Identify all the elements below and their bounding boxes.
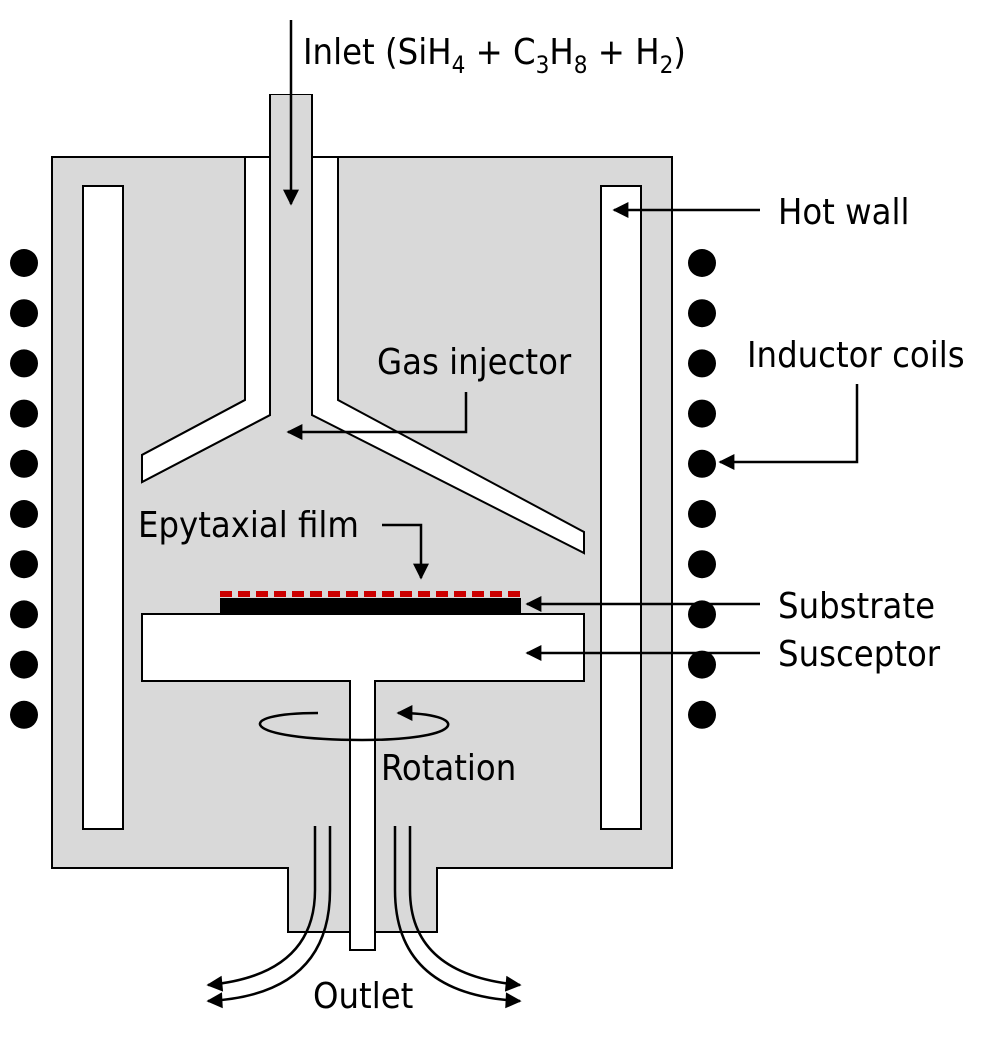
coil-dot <box>10 349 38 378</box>
substrate-label: Substrate <box>778 586 935 627</box>
coil-dot <box>688 249 716 277</box>
inductor-coils-label: Inductor coils <box>747 335 965 376</box>
coil-dot <box>688 399 716 428</box>
coil-dot <box>688 299 716 328</box>
susceptor-label: Susceptor <box>778 634 941 675</box>
gas-injector-label: Gas injector <box>377 342 572 383</box>
inductor-coils-arrow <box>718 384 859 470</box>
rotation-label: Rotation <box>381 748 516 789</box>
substrate <box>220 598 521 614</box>
inlet-label: Inlet (SiH4 + C3H8 + H2) <box>303 32 686 79</box>
coil-dot <box>688 700 716 729</box>
coil-dot <box>10 700 38 729</box>
hot-wall-label: Hot wall <box>778 192 909 233</box>
coil-dot <box>10 500 38 528</box>
epitaxial-film-label: Epytaxial film <box>138 505 359 546</box>
coil-dot <box>688 550 716 579</box>
outlet-flow-right <box>393 826 522 1009</box>
outlet-flow-left <box>206 826 332 1009</box>
coil-dot <box>10 650 38 679</box>
coil-dot <box>10 449 38 478</box>
coil-dot <box>688 600 716 629</box>
hot-wall-right <box>600 185 642 830</box>
inductor-coils-left <box>10 249 38 729</box>
epitaxial-film-arrow <box>382 523 429 580</box>
rotation-arrow <box>258 705 450 742</box>
coil-dot <box>688 349 716 378</box>
susceptor <box>141 613 585 951</box>
coil-dot <box>688 650 716 679</box>
inductor-coils-right <box>688 249 716 729</box>
outlet-label: Outlet <box>313 976 413 1017</box>
coil-dot <box>10 399 38 428</box>
coil-dot <box>10 600 38 629</box>
coil-dot <box>688 500 716 528</box>
coil-dot <box>688 449 716 478</box>
coil-dot <box>10 249 38 277</box>
coil-dot <box>10 299 38 328</box>
gas-injector-arrow <box>286 392 468 440</box>
coil-dot <box>10 550 38 579</box>
hot-wall-left <box>82 185 124 830</box>
